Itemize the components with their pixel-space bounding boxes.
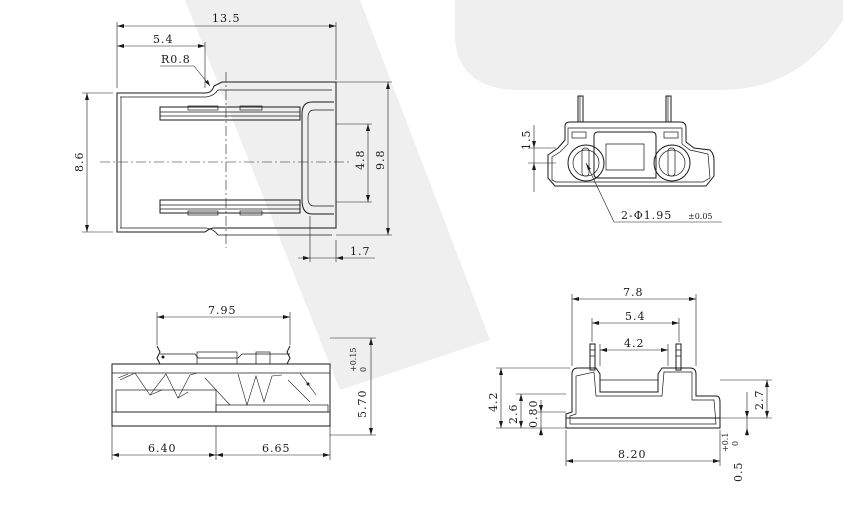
dim-inner-height: 4.8 (354, 150, 367, 171)
dim-outer-width: 7.8 (623, 286, 644, 299)
watermark (185, 0, 843, 390)
bottom-left-view: 7.95 5.70 +0.15 0 6.40 6.65 (111, 304, 376, 460)
dim-radius: R0.8 (161, 53, 191, 66)
dim-lip-br: 0.80 (527, 400, 540, 429)
dim-lip: 1.7 (350, 245, 371, 258)
dim-height-tol-lower: 0 (359, 367, 368, 372)
dim-right-length: 6.65 (262, 442, 291, 455)
dim-height-br: 4.2 (487, 392, 500, 413)
dim-overall-length: 13.5 (212, 12, 241, 25)
top-left-view: 13.5 5.4 R0.8 8.6 4.8 9.8 1.7 (73, 12, 392, 262)
dim-base-tol-upper: +0.1 (721, 433, 730, 452)
dim-height: 8.6 (73, 152, 86, 173)
dim-height-bl: 5.70 (356, 390, 369, 419)
top-right-view: 1.5 2-Φ1.95 ±0.05 (520, 95, 722, 223)
dim-outer-height: 9.8 (374, 150, 387, 171)
dim-base-width: 8.20 (618, 448, 647, 461)
dim-hole-callout: 2-Φ1.95 (621, 209, 672, 222)
dim-hole-offset: 1.5 (520, 130, 533, 151)
dim-hole-tolerance: ±0.05 (688, 212, 713, 221)
watermark-band (185, 0, 490, 390)
dim-inner-width: 4.2 (624, 337, 645, 350)
watermark-blob (455, 0, 843, 90)
dim-right-height: 2.7 (753, 390, 766, 411)
dim-step: 2.6 (507, 404, 520, 425)
bottom-right-view: 7.8 5.4 4.2 8.20 4.2 2.6 0.80 (487, 286, 772, 482)
dim-width: 7.95 (208, 304, 237, 317)
dim-base-tol-lower: 0 (731, 441, 740, 446)
dim-offset: 5.4 (153, 33, 174, 46)
dim-base-thickness: 0.5 (732, 462, 745, 483)
dim-mid-width: 5.4 (625, 310, 646, 323)
dim-height-tol-upper: +0.15 (349, 347, 358, 372)
dim-left-length: 6.40 (148, 442, 177, 455)
